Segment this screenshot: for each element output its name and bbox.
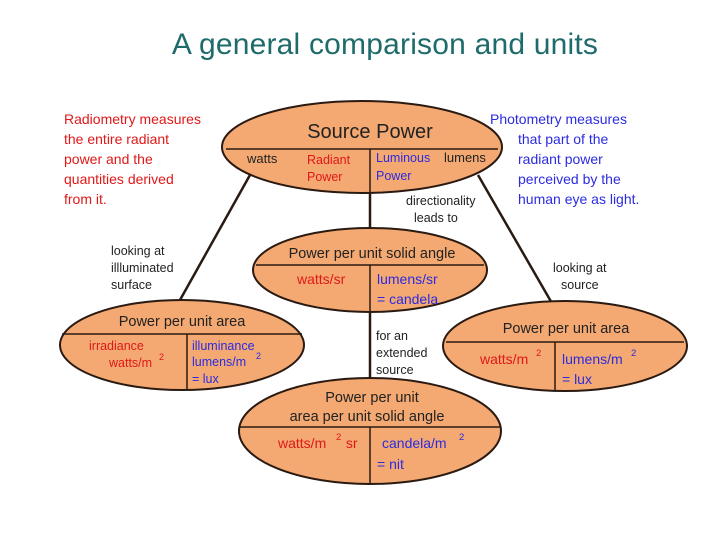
extended-source-line-1: for an bbox=[376, 329, 408, 343]
area-right-heading: Power per unit area bbox=[503, 321, 630, 337]
radiometry-line-5: from it. bbox=[64, 191, 107, 207]
area-right-left-unit: watts/m bbox=[479, 351, 528, 367]
area-left-left-exponent: 2 bbox=[159, 352, 164, 362]
irradiance-label: irradiance bbox=[89, 339, 144, 353]
area-left-node: Power per unit area irradiance watts/m 2… bbox=[59, 299, 305, 391]
area-right-left-exponent: 2 bbox=[536, 348, 541, 359]
connector-notes: directionality leads to looking at illlu… bbox=[111, 194, 607, 377]
directionality-line-1: directionality bbox=[406, 194, 476, 208]
luminous-power-label-2: Power bbox=[376, 169, 411, 183]
area-solid-angle-left-exponent: 2 bbox=[336, 432, 341, 443]
area-left-ellipse bbox=[59, 299, 305, 391]
connector-lines bbox=[178, 174, 555, 385]
connector-source-to-area-right bbox=[476, 174, 555, 306]
extended-source-line-3: source bbox=[376, 363, 414, 377]
area-right-right-unit: lumens/m bbox=[562, 351, 623, 367]
photometry-line-5: human eye as light. bbox=[518, 191, 639, 207]
page-title: A general comparison and units bbox=[171, 28, 599, 61]
solid-angle-left-unit: watts/sr bbox=[296, 271, 346, 287]
solid-angle-node: Power per unit solid angle watts/sr lume… bbox=[252, 227, 488, 313]
area-solid-angle-nit: = nit bbox=[377, 456, 404, 472]
photometry-line-2: that part of the bbox=[518, 131, 608, 147]
source-power-right-unit: lumens bbox=[444, 150, 486, 165]
radiometry-line-1: Radiometry measures bbox=[64, 111, 201, 127]
area-solid-angle-node: Power per unit area per unit solid angle… bbox=[238, 377, 502, 485]
photometry-line-1: Photometry measures bbox=[490, 111, 627, 127]
area-right-ellipse bbox=[442, 300, 688, 392]
area-solid-angle-left-suffix: sr bbox=[342, 435, 358, 451]
source-power-node: Source Power watts Radiant Power Luminou… bbox=[221, 100, 503, 194]
looking-source-line-2: source bbox=[561, 278, 599, 292]
extended-source-line-2: extended bbox=[376, 346, 427, 360]
area-solid-angle-left-unit: watts/m bbox=[277, 435, 326, 451]
solid-angle-right-unit-2: = candela bbox=[377, 291, 438, 307]
looking-illuminated-line-2: illluminated bbox=[111, 261, 174, 275]
area-solid-angle-right-unit: candela/m bbox=[382, 435, 447, 451]
area-left-right-exponent: 2 bbox=[256, 351, 261, 361]
radiometry-note: Radiometry measures the entire radiant p… bbox=[64, 111, 201, 207]
area-left-right-unit: lumens/m bbox=[192, 355, 246, 369]
looking-illuminated-line-3: surface bbox=[111, 278, 152, 292]
solid-angle-right-unit-1: lumens/sr bbox=[377, 271, 438, 287]
radiometry-line-3: power and the bbox=[64, 151, 153, 167]
solid-angle-heading: Power per unit solid angle bbox=[289, 246, 456, 262]
photometry-line-4: perceived by the bbox=[518, 171, 621, 187]
photometry-note: Photometry measures that part of the rad… bbox=[490, 111, 639, 207]
area-solid-angle-right-exponent: 2 bbox=[459, 432, 464, 443]
area-left-heading: Power per unit area bbox=[119, 314, 246, 330]
directionality-line-2: leads to bbox=[414, 211, 458, 225]
source-power-ellipse bbox=[221, 100, 503, 194]
looking-source-line-1: looking at bbox=[553, 261, 607, 275]
area-solid-angle-heading-1: Power per unit bbox=[325, 390, 419, 406]
area-right-lux: = lux bbox=[562, 371, 592, 387]
area-right-node: Power per unit area watts/m 2 lumens/m 2… bbox=[442, 300, 688, 392]
source-power-left-unit: watts bbox=[246, 151, 278, 166]
photometry-line-3: radiant power bbox=[518, 151, 603, 167]
source-power-heading: Source Power bbox=[307, 121, 433, 143]
area-solid-angle-heading-2: area per unit solid angle bbox=[290, 409, 445, 425]
luminous-power-label-1: Luminous bbox=[376, 151, 430, 165]
radiant-power-label-2: Power bbox=[307, 170, 342, 184]
radiometry-line-4: quantities derived bbox=[64, 171, 174, 187]
area-right-right-exponent: 2 bbox=[631, 348, 636, 359]
radiometry-line-2: the entire radiant bbox=[64, 131, 169, 147]
area-left-lux: = lux bbox=[192, 372, 220, 386]
connector-source-to-area-left bbox=[178, 174, 252, 301]
looking-illuminated-line-1: looking at bbox=[111, 244, 165, 258]
area-left-left-unit: watts/m bbox=[108, 356, 152, 370]
radiant-power-label-1: Radiant bbox=[307, 153, 351, 167]
illuminance-label: illuminance bbox=[192, 339, 255, 353]
